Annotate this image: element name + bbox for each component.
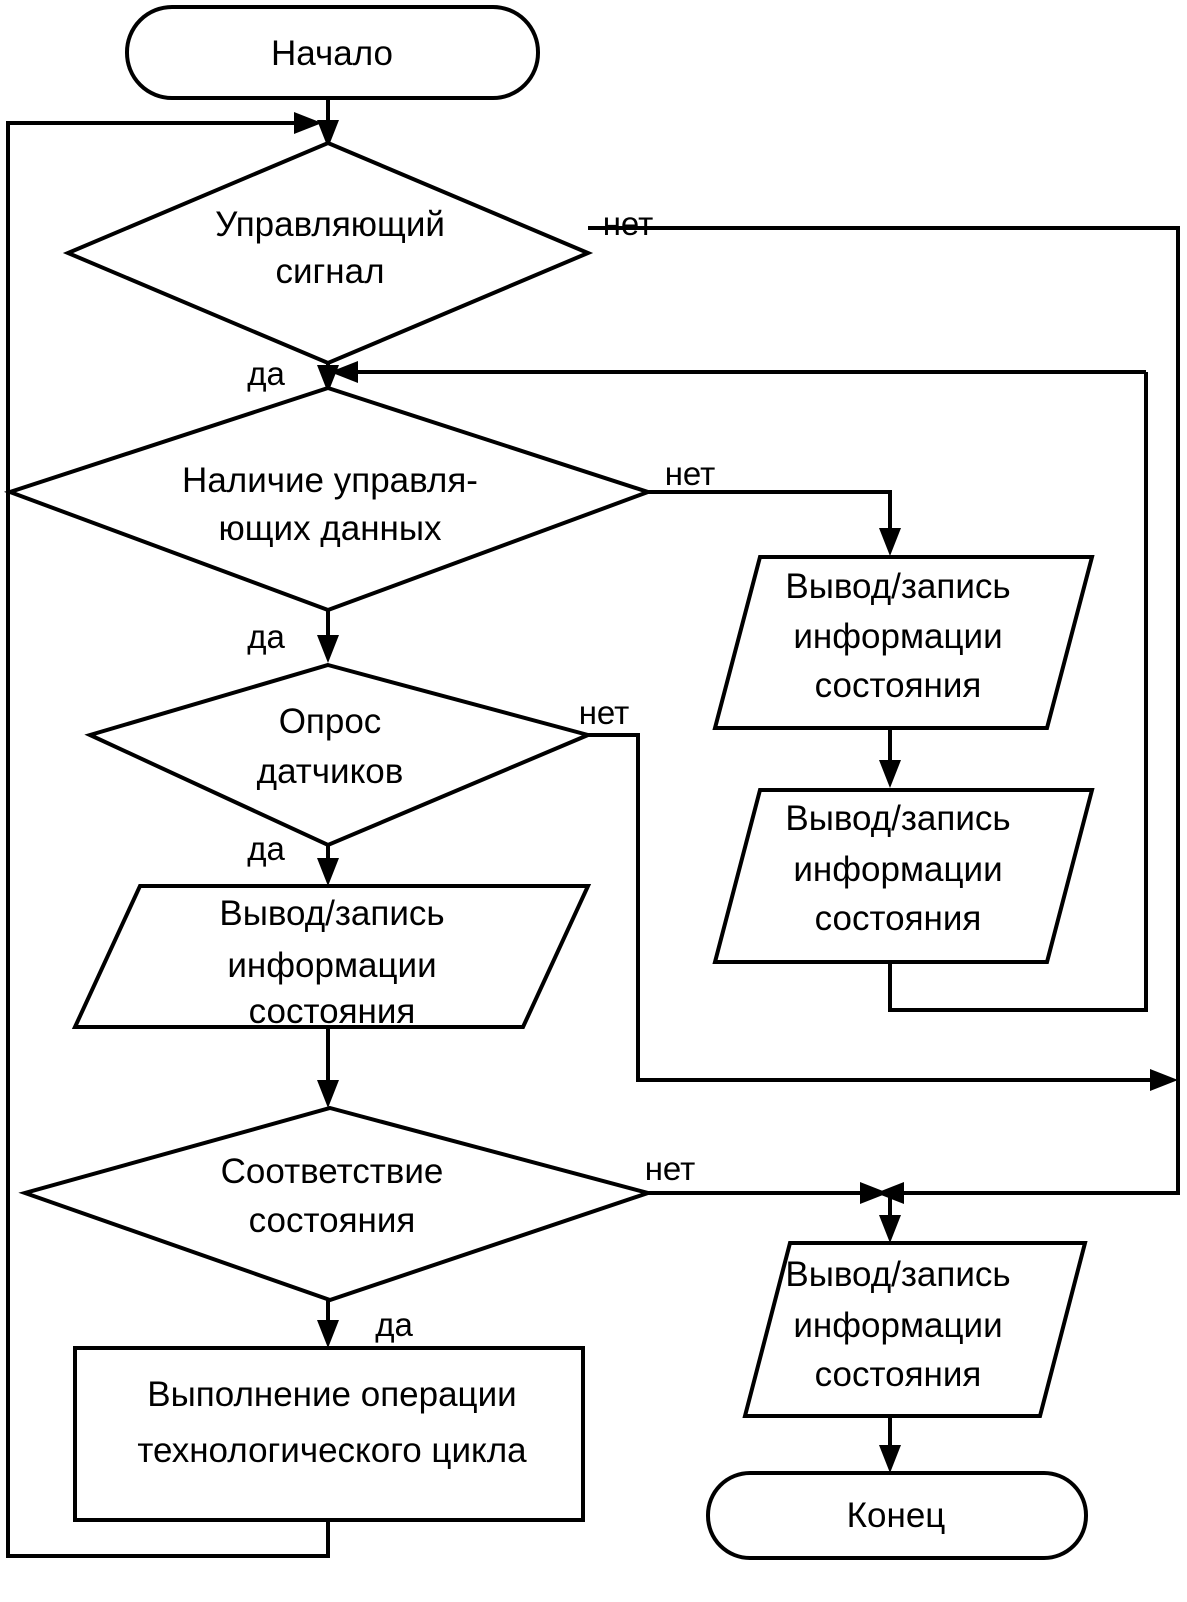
node-io-status-right-2[interactable]: Вывод/запись информации состояния bbox=[712, 788, 1095, 964]
start-terminator-shape bbox=[125, 5, 540, 100]
arrowhead-state-match-no bbox=[860, 1182, 888, 1204]
start-label: Начало bbox=[271, 34, 393, 73]
edge-label-control-data-no: нет bbox=[665, 455, 716, 492]
arrowhead-sensor-poll-yes bbox=[317, 858, 339, 886]
end-label: Конец bbox=[847, 1496, 946, 1535]
node-decision-sensor-poll[interactable]: Опрос датчиков bbox=[84, 662, 595, 848]
edge-label-state-match-yes: да bbox=[375, 1306, 413, 1343]
io-status-bottom-shape bbox=[742, 1241, 1088, 1418]
node-io-status-right-1[interactable]: Вывод/запись информации состояния bbox=[712, 555, 1095, 730]
edge-loop-back-to-control-signal bbox=[6, 121, 330, 1558]
process-cycle-line2: технологического цикла bbox=[137, 1431, 527, 1470]
edge-label-control-signal-yes: да bbox=[247, 355, 285, 392]
io-status-right-1-shape bbox=[712, 555, 1095, 730]
sensor-poll-label-line2: датчиков bbox=[257, 752, 404, 791]
io-status-right-1-line1: Вывод/запись bbox=[785, 567, 1010, 606]
state-match-diamond-shape bbox=[18, 1105, 655, 1303]
io-status-right-1-line2: информации bbox=[793, 617, 1002, 656]
process-cycle-operation-shape bbox=[73, 1346, 585, 1522]
io-status-bottom-line2: информации bbox=[793, 1306, 1002, 1345]
io-status-right-2-shape bbox=[712, 788, 1095, 964]
edge-label-sensor-poll-yes: да bbox=[247, 830, 285, 867]
io-status-right-2-line2: информации bbox=[793, 850, 1002, 889]
edge-label-control-data-yes: да bbox=[247, 618, 285, 655]
io-status-left-line2: информации bbox=[227, 946, 436, 985]
io-status-left-line1: Вывод/запись bbox=[219, 894, 444, 933]
arrowhead-io-right-1-to-io-right-2 bbox=[879, 760, 901, 788]
node-process-cycle-operation[interactable]: Выполнение операции технологического цик… bbox=[73, 1346, 585, 1522]
node-decision-control-signal[interactable]: Управляющий сигнал bbox=[62, 140, 594, 366]
node-decision-control-data[interactable]: Наличие управля- ющих данных bbox=[3, 385, 655, 613]
arrowhead-io-bottom-to-end bbox=[879, 1445, 901, 1473]
edge-label-state-match-no: нет bbox=[645, 1150, 696, 1187]
edge-sensor-poll-no bbox=[588, 733, 1156, 1082]
control-signal-diamond-shape bbox=[62, 140, 594, 366]
arrowhead-state-match-yes bbox=[317, 1320, 339, 1348]
node-decision-state-match[interactable]: Соответствие состояния bbox=[18, 1105, 655, 1303]
arrowhead-right-return-to-control-data bbox=[330, 361, 358, 383]
edge-io-right-2-to-control-data bbox=[888, 372, 1148, 1012]
arrowhead-io-left-to-state-match bbox=[317, 1080, 339, 1108]
end-terminator-shape bbox=[706, 1471, 1088, 1560]
sensor-poll-diamond-shape bbox=[84, 662, 595, 848]
io-status-right-2-line1: Вывод/запись bbox=[785, 799, 1010, 838]
control-signal-label-line1: Управляющий bbox=[215, 205, 445, 244]
state-match-label-line1: Соответствие bbox=[221, 1152, 444, 1191]
edge-control-signal-no bbox=[588, 226, 1180, 1195]
arrowhead-loop-back-to-control-signal bbox=[294, 112, 322, 134]
io-status-bottom-line1: Вывод/запись bbox=[785, 1255, 1010, 1294]
control-data-label-line2: ющих данных bbox=[218, 509, 442, 548]
sensor-poll-label-line1: Опрос bbox=[279, 702, 382, 741]
io-status-left-line3: состояния bbox=[249, 992, 416, 1031]
node-io-status-left[interactable]: Вывод/запись информации состояния bbox=[71, 884, 592, 1031]
edge-label-control-signal-no: нет bbox=[603, 205, 654, 242]
control-signal-label-line2: сигнал bbox=[275, 252, 384, 291]
arrowhead-start-to-control-signal bbox=[317, 120, 339, 148]
arrowhead-control-data-no bbox=[879, 528, 901, 556]
io-status-bottom-line3: состояния bbox=[815, 1355, 982, 1394]
node-end[interactable]: Конец bbox=[706, 1471, 1088, 1560]
state-match-label-line2: состояния bbox=[249, 1201, 416, 1240]
node-start[interactable]: Начало bbox=[125, 5, 540, 100]
edge-label-sensor-poll-no: нет bbox=[579, 694, 630, 731]
arrowhead-junction-to-io-bottom bbox=[879, 1215, 901, 1243]
arrowhead-control-data-yes bbox=[317, 635, 339, 663]
control-data-diamond-shape bbox=[3, 385, 655, 613]
control-data-label-line1: Наличие управля- bbox=[182, 461, 478, 500]
node-io-status-bottom[interactable]: Вывод/запись информации состояния bbox=[742, 1241, 1088, 1418]
arrowhead-sensor-poll-no bbox=[1150, 1069, 1178, 1091]
io-status-right-1-line3: состояния bbox=[815, 666, 982, 705]
io-status-right-2-line3: состояния bbox=[815, 899, 982, 938]
process-cycle-line1: Выполнение операции bbox=[147, 1375, 516, 1414]
edge-control-data-no bbox=[648, 490, 892, 540]
io-status-left-shape bbox=[71, 884, 592, 1029]
